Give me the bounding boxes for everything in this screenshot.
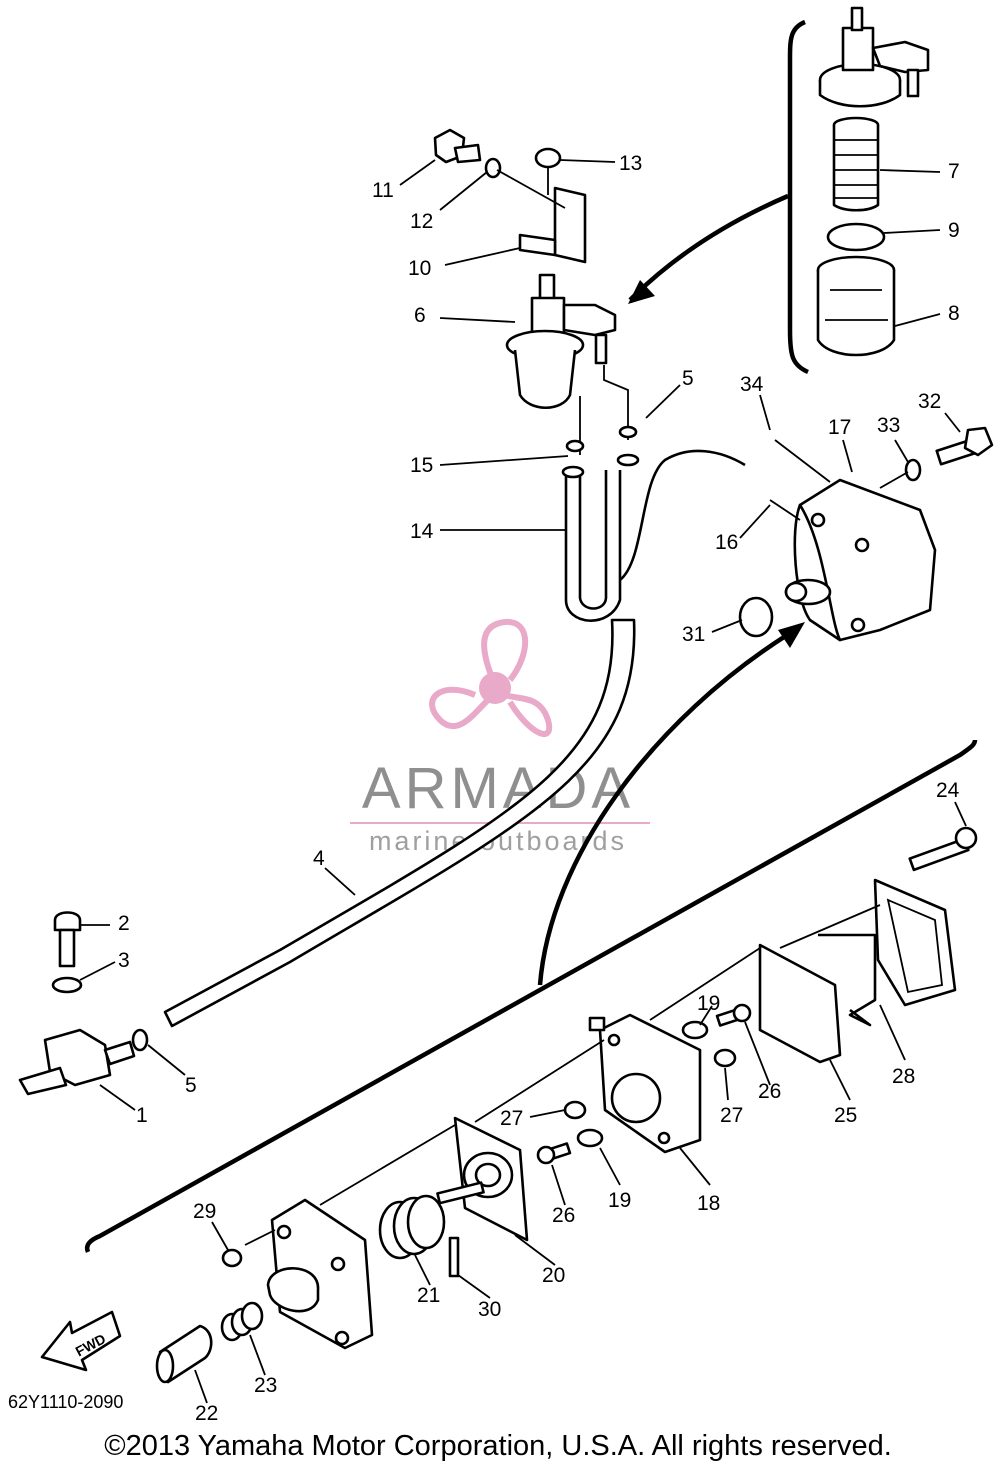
callout-2: 2: [118, 912, 130, 935]
callout-33: 33: [877, 414, 900, 437]
callout-20: 20: [542, 1264, 565, 1287]
callout-6: 6: [414, 304, 426, 327]
washer-12-part: [484, 157, 502, 179]
callout-22: 22: [195, 1402, 218, 1425]
callout-1: 1: [136, 1104, 148, 1127]
callout-32: 32: [918, 390, 941, 413]
callout-11: 11: [372, 179, 394, 202]
inset-bracket: [787, 19, 809, 375]
callout-10: 10: [408, 257, 431, 280]
callout-numbers: 1 2 3 4 5 5 6 7 8 9 10 11 12 13 14 15 16…: [118, 152, 960, 1425]
spring-23-part: [220, 1301, 264, 1342]
check-valve-28-part: [818, 878, 957, 1027]
callout-31: 31: [682, 623, 705, 646]
diagram-code: 62Y1110-2090: [8, 1392, 123, 1412]
fuel-hose-14-part: [561, 449, 746, 622]
washer-3-part: [51, 976, 83, 994]
bracket-10-part: [518, 186, 587, 264]
inset-arrow-line: [628, 193, 789, 302]
callout-24: 24: [936, 779, 960, 802]
callout-27b: 27: [720, 1104, 743, 1127]
assembly-arrowhead-icon: [778, 622, 805, 648]
fuel-filter-6-part: [505, 273, 617, 409]
callout-4: 4: [313, 847, 325, 870]
callout-19a: 19: [697, 992, 720, 1015]
bolt-11-part: [433, 128, 482, 164]
fuel-joint-1-part: [18, 1028, 136, 1096]
callout-7: 7: [948, 160, 960, 183]
diaphragm-20-part: [436, 1116, 529, 1242]
copyright-notice: ©2013 Yamaha Motor Corporation, U.S.A. A…: [104, 1430, 892, 1462]
watermark-brand: ARMADA: [362, 756, 634, 821]
callout-30: 30: [478, 1298, 501, 1321]
pump-body-18-part: [588, 1013, 702, 1154]
callout-27a: 27: [500, 1107, 523, 1130]
valve-19b-part: [576, 1128, 604, 1148]
fwd-arrow-icon: FWD: [40, 1310, 122, 1372]
callout-9: 9: [948, 219, 960, 242]
filter-bowl-part: [816, 255, 896, 357]
callout-29: 29: [193, 1200, 216, 1223]
callout-34: 34: [740, 373, 764, 396]
callout-26b: 26: [552, 1204, 575, 1227]
o-ring-31-part: [738, 596, 774, 638]
callout-18: 18: [697, 1192, 720, 1215]
callout-25: 25: [834, 1104, 857, 1127]
callout-8: 8: [948, 302, 960, 325]
screw-26b-part: [536, 1142, 572, 1165]
fuel-pump-17-part: [784, 478, 937, 642]
callout-16: 16: [715, 531, 738, 554]
valve-19a-part: [681, 1020, 709, 1040]
screw-24-part: [908, 826, 978, 872]
callout-23: 23: [254, 1374, 277, 1397]
callout-26a: 26: [758, 1080, 781, 1103]
o-ring-9-part: [826, 222, 886, 252]
plunger-22-part: [155, 1324, 213, 1384]
callout-5b: 5: [185, 1074, 197, 1097]
nut-29-part: [221, 1248, 243, 1268]
assembly-arrow-line: [537, 628, 797, 986]
filter-cup-part: [818, 6, 930, 108]
section-bracket: [84, 739, 978, 1253]
leader-lower: [244, 904, 881, 1246]
screw-2-part: [53, 911, 82, 968]
callout-17: 17: [828, 416, 851, 439]
inset-arrowhead-icon: [628, 280, 655, 304]
callout-28: 28: [892, 1065, 915, 1088]
clips-part: [131, 425, 638, 1052]
callout-21: 21: [417, 1284, 440, 1307]
fuel-hose-4-part: [163, 618, 636, 1028]
callout-12: 12: [410, 210, 433, 233]
callout-13: 13: [619, 152, 642, 175]
callout-5a: 5: [682, 367, 694, 390]
callout-19b: 19: [608, 1189, 631, 1212]
screw-26a-part: [715, 1003, 752, 1027]
washer-33-part: [904, 458, 922, 482]
callout-14: 14: [410, 520, 434, 543]
leader-bracket: [496, 168, 629, 455]
bolt-32-part: [935, 426, 994, 466]
propeller-hub-icon: [479, 672, 511, 704]
callout-leaders: [79, 159, 967, 1404]
spring-21-part: [378, 1194, 446, 1260]
pump-cover-part: [266, 1198, 374, 1350]
callout-3: 3: [118, 949, 130, 972]
leader-pump: [769, 439, 909, 521]
filter-element-part: [832, 116, 880, 212]
callout-15: 15: [410, 454, 433, 477]
nut-27a-part: [713, 1048, 737, 1068]
propeller-logo-icon: [429, 619, 553, 737]
nut-13-part: [534, 147, 562, 169]
nut-27b-part: [563, 1100, 587, 1120]
diaphragm-25-part: [758, 943, 842, 1064]
pin-30-part: [448, 1236, 460, 1278]
